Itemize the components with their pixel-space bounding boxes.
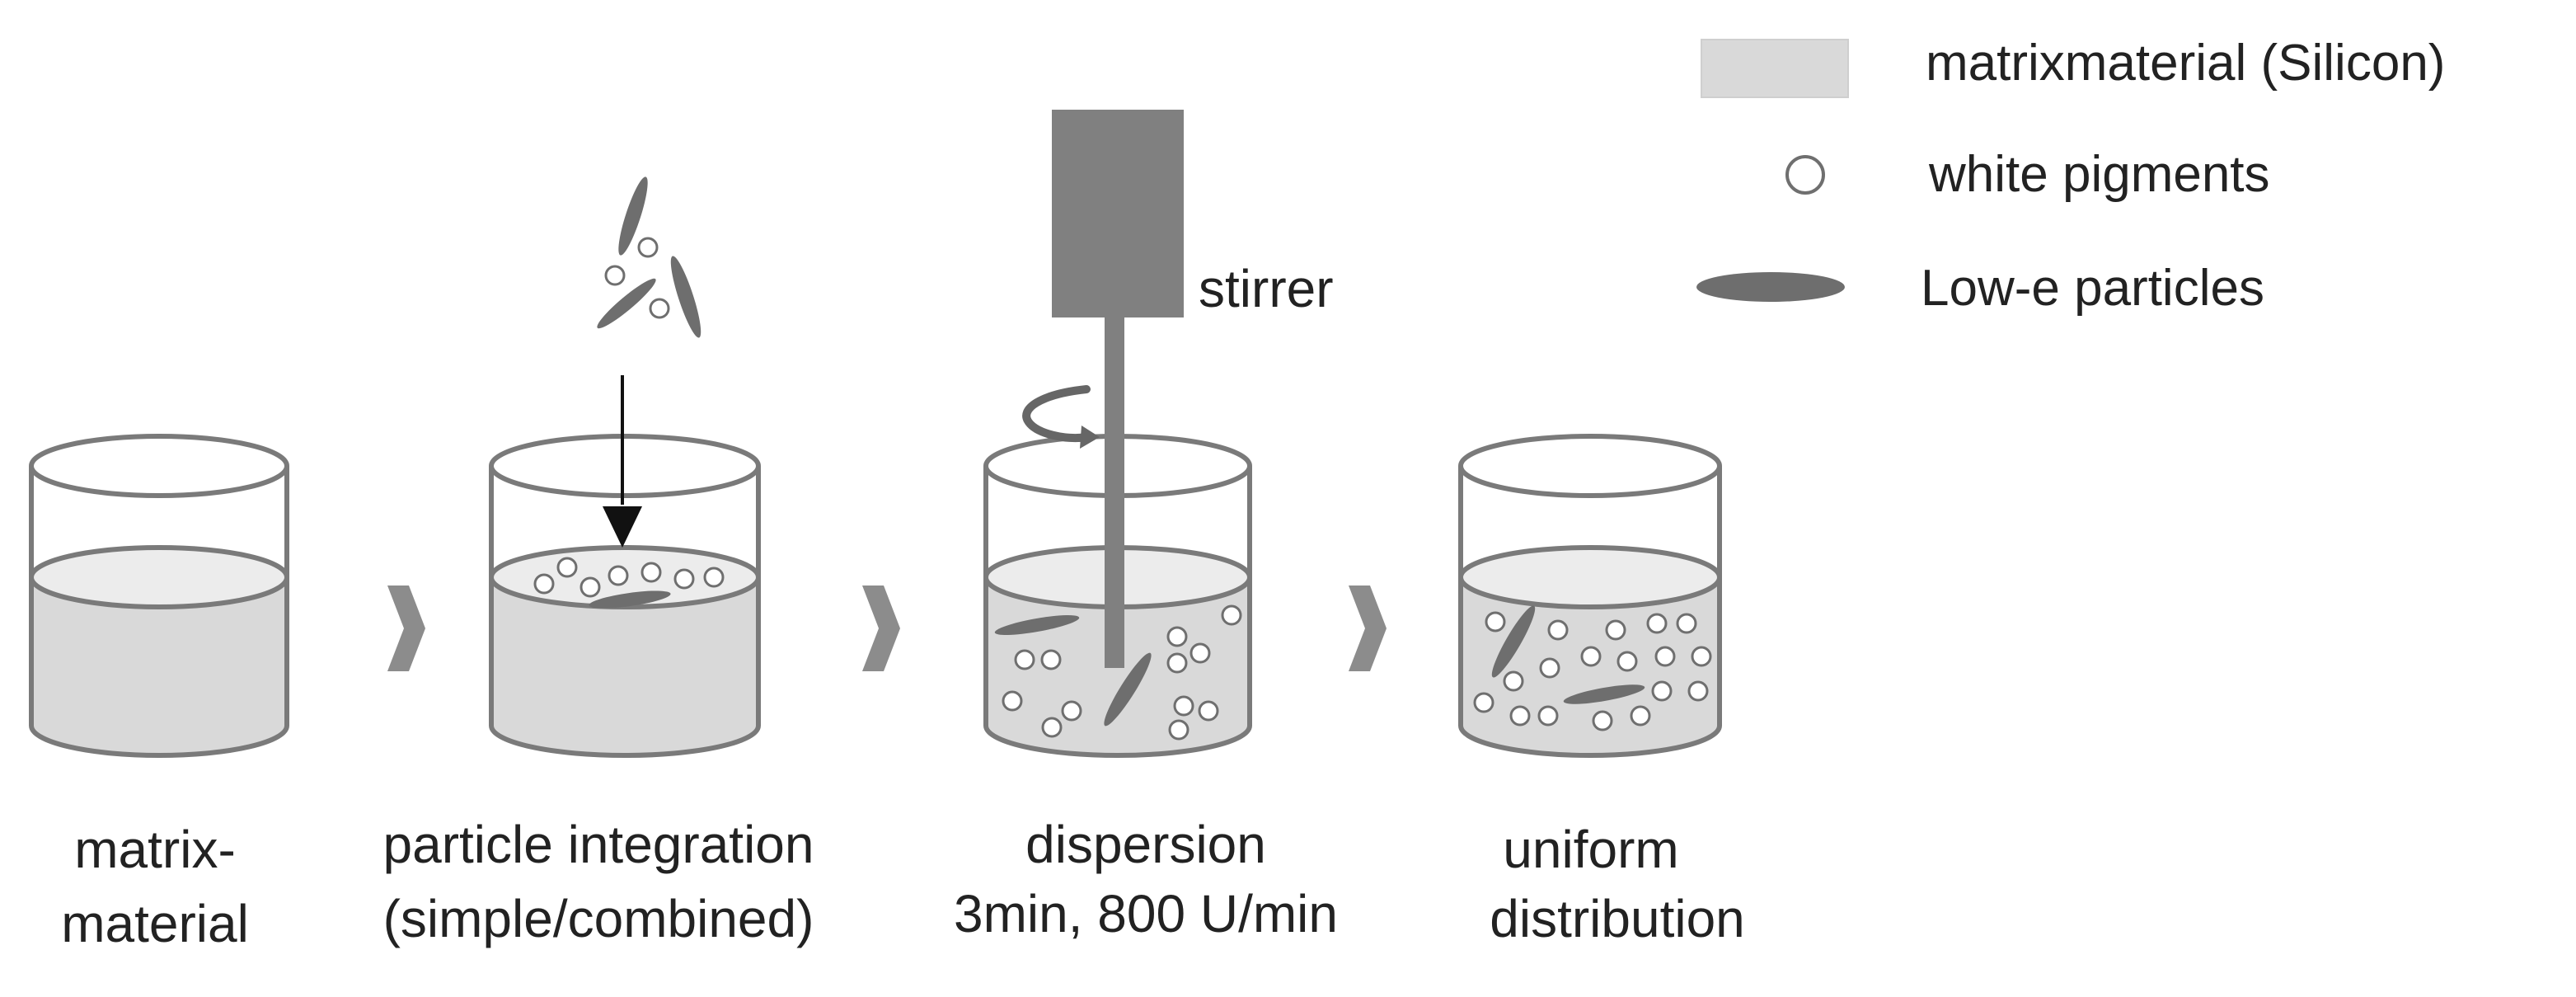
chevron-right-icon (862, 586, 900, 671)
legend: matrixmaterial (Silicon) white pigments … (1696, 35, 2445, 317)
beaker-outline (489, 466, 761, 758)
beaker-particle-integration (0, 0, 2576, 758)
dispersed-pigments (1002, 604, 1242, 741)
beaker-outline (29, 466, 289, 758)
dispersed-particle (994, 615, 1080, 635)
beaker-rim (489, 434, 761, 498)
stirrer-shaft (1105, 317, 1124, 668)
step-2-label-line2: (simple/combined) (383, 889, 814, 948)
step-3-label-line2: 3min, 800 U/min (954, 884, 1338, 943)
stirrer: stirrer (1022, 110, 1334, 668)
stirrer-motor (1052, 110, 1184, 317)
legend-pigment-label: white pigments (1928, 146, 2270, 203)
distributed-pigments (1473, 611, 1712, 731)
liquid-body (0, 0, 2576, 726)
step-labels: matrix- material particle integration (s… (61, 815, 1745, 953)
beaker-outline (983, 466, 1252, 758)
chevron-right-icon (387, 586, 425, 671)
stirrer-label: stirrer (1199, 259, 1334, 318)
step-1-label-line2: material (61, 894, 249, 953)
step-1-label-line1: matrix- (74, 820, 236, 879)
falling-particles (597, 176, 701, 338)
legend-particle-icon (1696, 272, 1845, 302)
legend-particle-label: Low-e particles (1921, 260, 2264, 317)
liquid-body (31, 577, 287, 755)
beaker-uniform-distribution (1458, 434, 1722, 758)
beaker-matrix-material (29, 434, 289, 758)
distributed-particle (1491, 605, 1536, 678)
legend-matrix-swatch (1701, 39, 1849, 98)
step-2-label-line1: particle integration (383, 815, 814, 874)
liquid-surface (1458, 545, 1722, 609)
beaker-outline (1458, 466, 1722, 758)
surface-particle (589, 590, 671, 609)
surface-pigments (533, 557, 725, 598)
liquid-fill (491, 577, 758, 755)
step-3-label-line1: dispersion (1025, 815, 1266, 874)
step-4-label-line1: uniform (1503, 820, 1678, 879)
rotation-arrow-icon (1022, 385, 1100, 449)
legend-matrix-label: matrixmaterial (Silicon) (1926, 35, 2445, 92)
distributed-particle (1563, 684, 1645, 704)
beaker-rim (29, 434, 289, 498)
legend-pigment-icon (1785, 155, 1825, 195)
dispersed-particle (1104, 652, 1152, 727)
step-4-label-line2: distribution (1490, 889, 1745, 948)
arrow-down-icon (603, 375, 642, 548)
chevron-right-icon (1349, 586, 1387, 671)
liquid-surface (29, 545, 289, 609)
beaker-rim (1458, 434, 1722, 498)
